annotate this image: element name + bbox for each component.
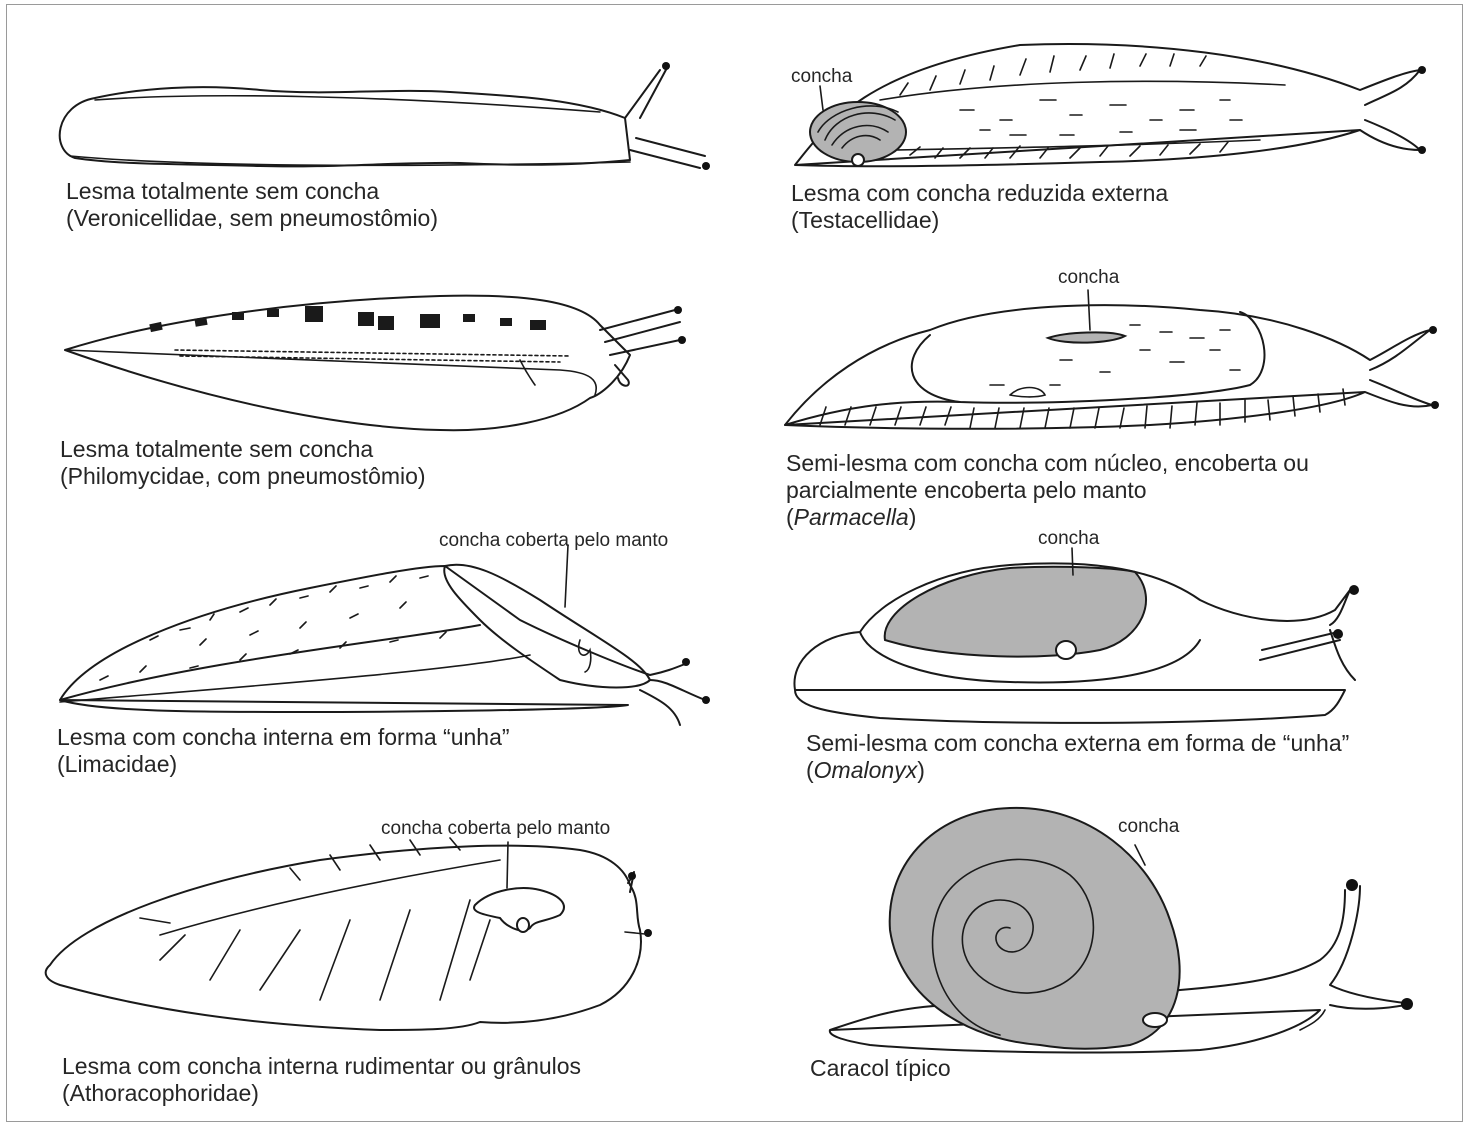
paren-open: (: [786, 504, 794, 530]
caption-line: (Philomycidae, com pneumostômio): [60, 463, 426, 490]
caption-line: Lesma com concha reduzida externa: [791, 180, 1168, 207]
paren-close: ): [917, 757, 925, 783]
omalonyx-slug-drawing: [794, 548, 1359, 723]
caption-line: (Athoracophoridae): [62, 1080, 581, 1107]
caption-line: parcialmente encoberta pelo manto: [786, 477, 1309, 504]
shell-label-limacidae: concha coberta pelo manto: [439, 530, 668, 552]
caption-line: (Parmacella): [786, 504, 1309, 531]
caption-line: Caracol típico: [810, 1055, 951, 1082]
caption-omalonyx: Semi-lesma com concha externa em forma d…: [806, 730, 1349, 784]
limacidae-slug-drawing: [60, 545, 710, 725]
caption-line: Lesma com concha interna rudimentar ou g…: [62, 1053, 581, 1080]
paren-open: (: [806, 757, 814, 783]
caption-typical-snail: Caracol típico: [810, 1055, 951, 1082]
testacellidae-slug-drawing: [795, 44, 1426, 166]
shell-label-omalonyx: concha: [1038, 528, 1099, 550]
caption-line: Lesma totalmente sem concha: [66, 178, 438, 205]
caption-limacidae: Lesma com concha interna em forma “unha”…: [57, 724, 510, 778]
paren-close: ): [909, 504, 917, 530]
veronicellidae-slug-drawing: [60, 62, 710, 170]
athoracophoridae-slug-drawing: [46, 838, 652, 1030]
shell-label-parmacella: concha: [1058, 267, 1119, 289]
caption-line: Semi-lesma com concha com núcleo, encobe…: [786, 450, 1309, 477]
caption-line: Lesma totalmente sem concha: [60, 436, 426, 463]
caption-philomycidae: Lesma totalmente sem concha (Philomycida…: [60, 436, 426, 490]
caption-veronicellidae: Lesma totalmente sem concha (Veronicelli…: [66, 178, 438, 232]
genus-name: Omalonyx: [814, 757, 918, 783]
caption-line: (Limacidae): [57, 751, 510, 778]
shell-label-athoracophoridae: concha coberta pelo manto: [381, 818, 610, 840]
caption-line: Lesma com concha interna em forma “unha”: [57, 724, 510, 751]
shell-label-testacellidae: concha: [791, 66, 852, 88]
genus-name: Parmacella: [794, 504, 909, 530]
typical-snail-drawing: [830, 808, 1413, 1053]
caption-athoracophoridae: Lesma com concha interna rudimentar ou g…: [62, 1053, 581, 1107]
parmacella-slug-drawing: [785, 290, 1439, 429]
caption-line: (Veronicellidae, sem pneumostômio): [66, 205, 438, 232]
caption-testacellidae: Lesma com concha reduzida externa (Testa…: [791, 180, 1168, 234]
shell-label-typical-snail: concha: [1118, 816, 1179, 838]
caption-line: Semi-lesma com concha externa em forma d…: [806, 730, 1349, 757]
philomycidae-slug-drawing: [65, 296, 686, 431]
caption-line: (Testacellidae): [791, 207, 1168, 234]
caption-line: (Omalonyx): [806, 757, 1349, 784]
caption-parmacella: Semi-lesma com concha com núcleo, encobe…: [786, 450, 1309, 531]
